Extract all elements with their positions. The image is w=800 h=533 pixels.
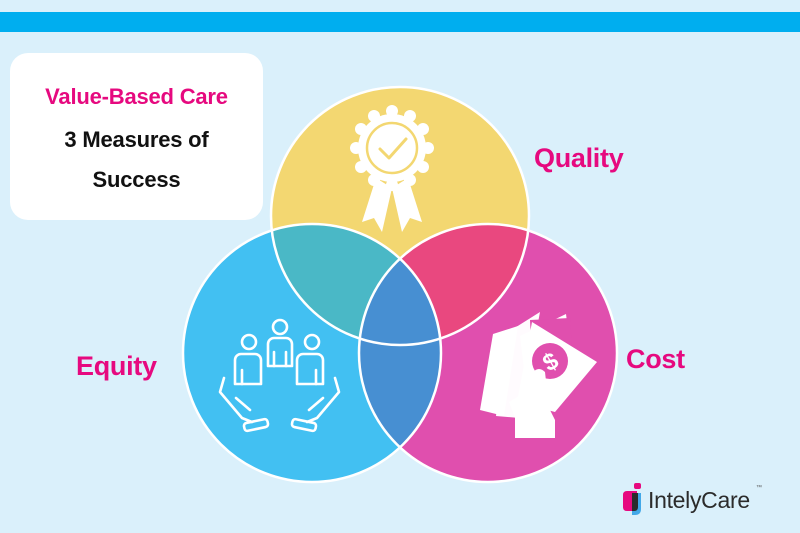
cost-label: Cost (626, 344, 685, 374)
hands-holding-people-icon (218, 318, 341, 433)
header-bar (0, 12, 800, 32)
equity-label: Equity (76, 351, 157, 381)
intelycare-logo-icon (623, 483, 641, 515)
intelycare-logo: IntelyCare ™ (622, 481, 772, 517)
title-box: Value-Based Care 3 Measures of Success (10, 53, 263, 220)
title-line-2: 3 Measures of (64, 127, 209, 152)
hand-holding-money-icon: $ (480, 312, 597, 438)
award-ribbon-checkmark-icon (350, 105, 434, 232)
title-line-1: Value-Based Care (45, 84, 228, 109)
title-line-3: Success (92, 167, 181, 192)
trademark: ™ (756, 485, 762, 491)
quality-label: Quality (534, 143, 624, 173)
intelycare-wordmark: IntelyCare (648, 487, 750, 513)
